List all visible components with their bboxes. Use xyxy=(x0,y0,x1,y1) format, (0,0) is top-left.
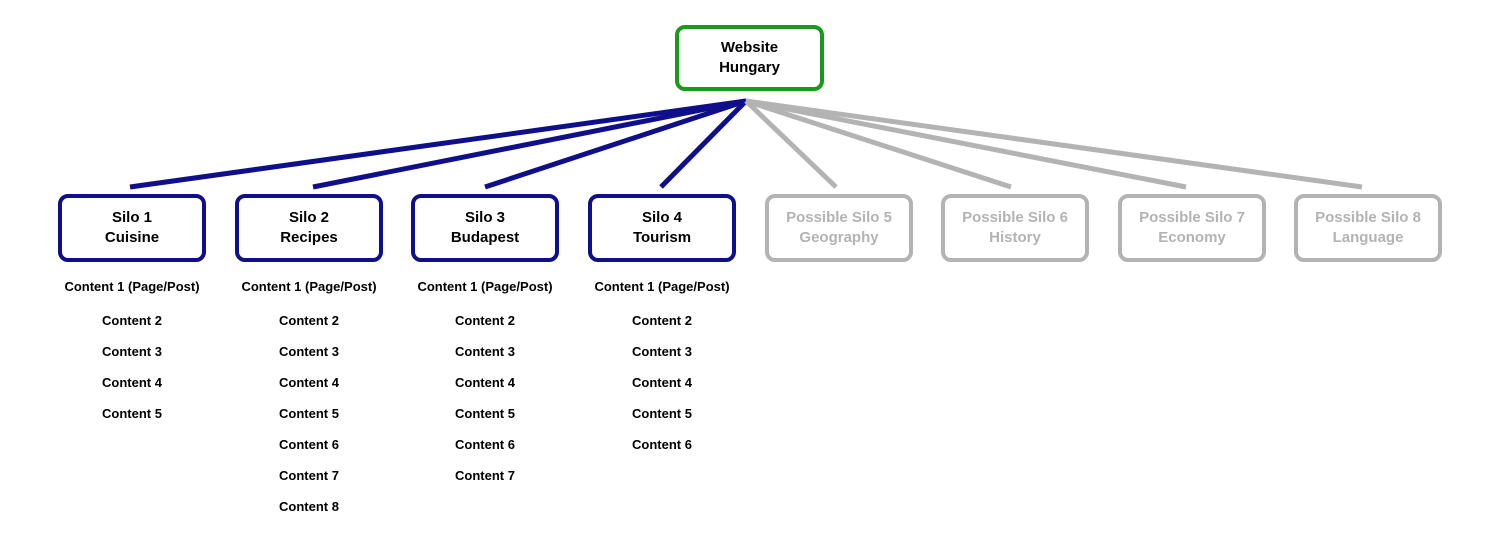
content-item[interactable]: Content 1 (Page/Post) xyxy=(64,279,200,294)
silo-node-1[interactable]: Silo 1 Cuisine xyxy=(58,194,206,262)
silo-node-2[interactable]: Silo 2 Recipes xyxy=(235,194,383,262)
content-item[interactable]: Content 3 xyxy=(279,344,339,359)
connector-line-silo-4 xyxy=(659,99,748,189)
connector-line-silo-8 xyxy=(745,98,1363,190)
content-list-silo-1: Content 1 (Page/Post) Content 2 Content 3 C… xyxy=(44,279,220,437)
content-item[interactable]: Content 2 xyxy=(632,313,692,328)
silo-node-line1: Possible Silo 7 xyxy=(1139,209,1245,226)
silo-node-line2: Economy xyxy=(1158,229,1226,246)
content-item[interactable]: Content 6 xyxy=(632,437,692,452)
silo-node-line2: Budapest xyxy=(450,229,520,246)
silo-node-line1: Possible Silo 6 xyxy=(962,209,1068,226)
silo-node-line2: History xyxy=(989,229,1041,246)
connector-line-silo-3 xyxy=(484,98,747,190)
silo-node-line2: Recipes xyxy=(280,229,338,246)
silo-node-6[interactable]: Possible Silo 6 History xyxy=(941,194,1089,262)
content-item[interactable]: Content 2 xyxy=(102,313,162,328)
root-node-line2: Hungary xyxy=(719,59,780,76)
connector-line-silo-6 xyxy=(745,98,1012,190)
content-item[interactable]: Content 7 xyxy=(455,468,515,483)
silo-node-line1: Silo 3 xyxy=(464,209,505,226)
root-node-line1: Website xyxy=(720,39,779,56)
content-item[interactable]: Content 5 xyxy=(279,406,339,421)
silo-node-4[interactable]: Silo 4 Tourism xyxy=(588,194,736,262)
content-item[interactable]: Content 4 xyxy=(632,375,692,390)
content-item[interactable]: Content 1 (Page/Post) xyxy=(594,279,730,294)
connector-line-silo-5 xyxy=(744,99,838,189)
content-item[interactable]: Content 5 xyxy=(455,406,515,421)
silo-node-7[interactable]: Possible Silo 7 Economy xyxy=(1118,194,1266,262)
content-item[interactable]: Content 3 xyxy=(455,344,515,359)
content-item[interactable]: Content 6 xyxy=(279,437,339,452)
silo-node-line2: Cuisine xyxy=(104,229,160,246)
content-item[interactable]: Content 4 xyxy=(455,375,515,390)
content-item[interactable]: Content 5 xyxy=(102,406,162,421)
content-item[interactable]: Content 1 (Page/Post) xyxy=(417,279,553,294)
content-list-silo-4: Content 1 (Page/Post) Content 2 Content 3 C… xyxy=(574,279,750,468)
content-item[interactable]: Content 3 xyxy=(102,344,162,359)
silo-node-line1: Possible Silo 5 xyxy=(786,209,892,226)
content-item[interactable]: Content 4 xyxy=(102,375,162,390)
silo-node-5[interactable]: Possible Silo 5 Geography xyxy=(765,194,913,262)
silo-node-line1: Silo 4 xyxy=(641,209,682,226)
content-list-silo-2: Content 1 (Page/Post) Content 2 Content 3 C… xyxy=(221,279,397,530)
content-item[interactable]: Content 4 xyxy=(279,375,339,390)
content-item[interactable]: Content 1 (Page/Post) xyxy=(241,279,377,294)
content-item[interactable]: Content 3 xyxy=(632,344,692,359)
root-node-website[interactable]: Website Hungary xyxy=(675,25,824,91)
content-item[interactable]: Content 8 xyxy=(279,499,339,514)
silo-node-line1: Possible Silo 8 xyxy=(1315,209,1421,226)
silo-node-line2: Geography xyxy=(799,229,879,246)
content-list-silo-3: Content 1 (Page/Post) Content 2 Content 3 C… xyxy=(397,279,573,499)
silo-node-8[interactable]: Possible Silo 8 Language xyxy=(1294,194,1442,262)
content-item[interactable]: Content 2 xyxy=(279,313,339,328)
silo-node-line1: Silo 1 xyxy=(111,209,152,226)
silo-node-line2: Language xyxy=(1332,229,1404,246)
silo-node-line1: Silo 2 xyxy=(288,209,329,226)
connector-line-silo-7 xyxy=(745,98,1187,190)
silo-node-line2: Tourism xyxy=(632,229,692,246)
connector-line-silo-2 xyxy=(312,98,747,190)
content-item[interactable]: Content 5 xyxy=(632,406,692,421)
content-item[interactable]: Content 6 xyxy=(455,437,515,452)
content-item[interactable]: Content 2 xyxy=(455,313,515,328)
silo-node-3[interactable]: Silo 3 Budapest xyxy=(411,194,559,262)
content-item[interactable]: Content 7 xyxy=(279,468,339,483)
connector-line-silo-1 xyxy=(129,98,747,190)
